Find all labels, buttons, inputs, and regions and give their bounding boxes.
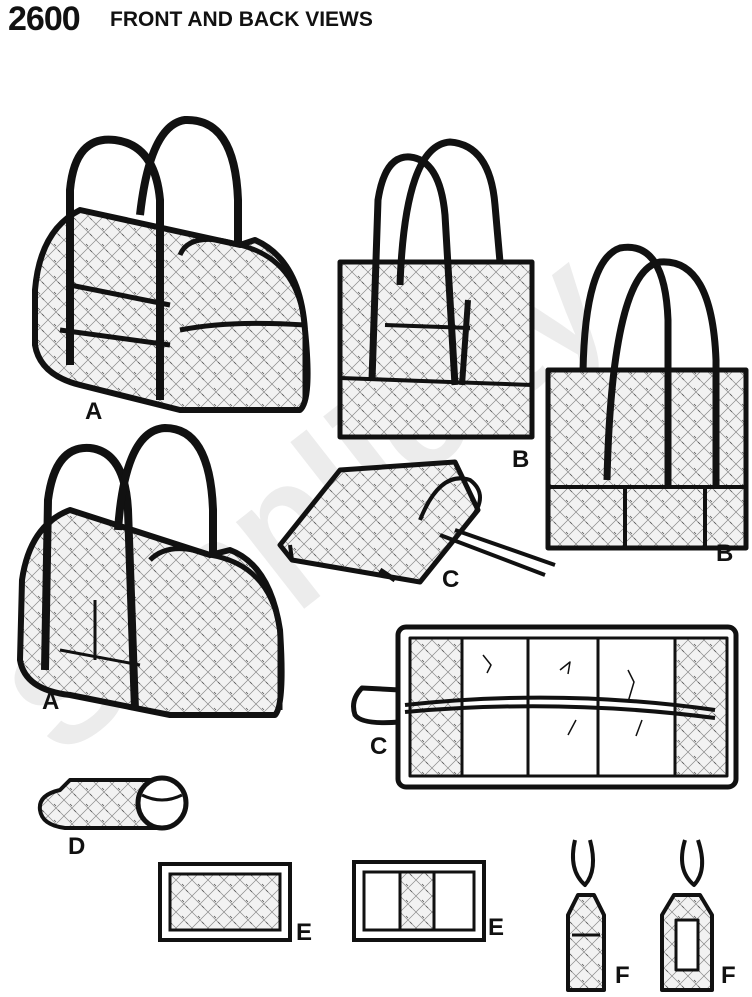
view-label-e-plain: E [296, 919, 313, 946]
view-label-f-back: F [721, 962, 736, 989]
open-organizer-drawing [351, 624, 739, 790]
view-label-a-back: A [42, 688, 60, 715]
luggage-tag-front-drawing [566, 839, 606, 992]
view-label-c-open: C [370, 733, 388, 760]
duffle-bag-back-drawing [17, 424, 285, 718]
view-label-b-back: B [716, 540, 734, 567]
tray-divided-drawing [352, 860, 486, 942]
view-label-d: D [68, 833, 86, 860]
tote-bag-back-drawing [545, 243, 749, 551]
roll-case-drawing [37, 775, 189, 831]
view-label-b-front: B [512, 446, 530, 473]
view-label-f-front: F [615, 962, 630, 989]
luggage-tag-back-drawing [660, 839, 714, 992]
page-title: FRONT AND BACK VIEWS [110, 8, 373, 31]
view-label-a-front: A [85, 398, 103, 425]
view-label-e-divided: E [488, 914, 505, 941]
pattern-number: 2600 [8, 0, 81, 38]
tote-bag-front-drawing [337, 138, 535, 440]
folded-organizer-drawing [277, 459, 556, 585]
tray-plain-drawing [158, 862, 292, 942]
view-label-c-folded: C [442, 566, 460, 593]
duffle-bag-front-drawing [32, 115, 311, 413]
